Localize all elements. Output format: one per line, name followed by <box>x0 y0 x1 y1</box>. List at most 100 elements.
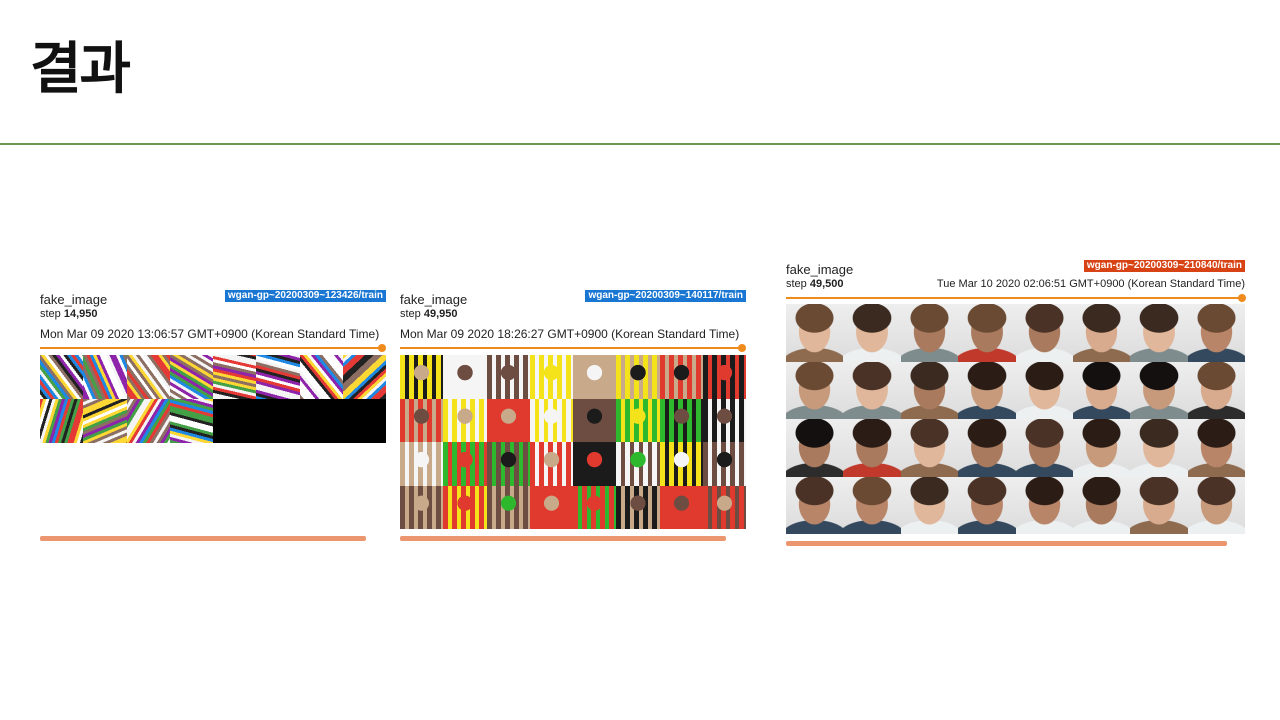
generated-image-tile <box>1015 419 1073 477</box>
run-badge: wgan-gp~20200309~140117/train <box>585 290 746 302</box>
generated-image-tile <box>1187 361 1245 419</box>
generated-image-tile <box>1130 419 1188 477</box>
generated-image-tile <box>126 355 170 399</box>
generated-image-tile <box>400 398 444 442</box>
generated-image-tile <box>342 399 386 443</box>
generated-image-tile <box>659 485 703 529</box>
timestamp: Mon Mar 09 2020 13:06:57 GMT+0900 (Korea… <box>40 327 380 341</box>
generated-image-tile <box>573 442 617 486</box>
generated-image-tile <box>529 442 573 486</box>
generated-image-tile <box>1187 419 1245 477</box>
generated-image-tile <box>1130 304 1188 362</box>
generated-image-tile <box>616 485 660 529</box>
run-badge: wgan-gp~20200309~210840/train <box>1083 260 1245 272</box>
generated-image-tile <box>1072 419 1131 477</box>
generated-image-tile <box>786 419 844 477</box>
generated-image-tile <box>443 355 487 399</box>
image-grid <box>786 304 1245 534</box>
generated-image-tile <box>40 399 84 443</box>
tag-name: fake_image <box>400 292 468 307</box>
generated-image-tile <box>958 419 1016 477</box>
slide-title: 결과 <box>30 37 131 102</box>
generated-image-tile <box>573 355 617 399</box>
image-grid <box>400 355 746 529</box>
slider-handle[interactable] <box>1238 294 1246 302</box>
generated-image-tile <box>1130 361 1188 419</box>
image-grid <box>40 355 386 443</box>
generated-image-tile <box>443 398 487 442</box>
generated-image-tile <box>400 442 444 486</box>
generated-image-tile <box>616 355 660 399</box>
generated-image-tile <box>900 476 959 534</box>
generated-image-tile <box>900 361 959 419</box>
generated-image-tile <box>659 355 703 399</box>
generated-image-tile <box>786 361 844 419</box>
generated-image-tile <box>573 485 617 529</box>
generated-image-tile <box>1072 476 1131 534</box>
generated-image-tile <box>1130 476 1188 534</box>
generated-image-tile <box>1072 304 1131 362</box>
generated-image-tile <box>486 485 530 529</box>
generated-image-tile <box>256 355 300 399</box>
step-label: step 14,950 <box>40 308 98 320</box>
generated-image-tile <box>786 476 844 534</box>
generated-image-tile <box>1015 304 1073 362</box>
run-badge: wgan-gp~20200309~123426/train <box>224 290 386 302</box>
generated-image-tile <box>843 304 901 362</box>
generated-image-tile <box>529 355 573 399</box>
generated-image-tile <box>958 304 1016 362</box>
generated-image-tile <box>83 355 127 399</box>
generated-image-tile <box>843 361 901 419</box>
generated-image-tile <box>299 355 343 399</box>
step-label: step 49,950 <box>400 308 458 320</box>
generated-image-tile <box>786 304 844 362</box>
generated-image-tile <box>702 398 746 442</box>
generated-image-tile <box>1187 476 1245 534</box>
generated-image-tile <box>486 398 530 442</box>
generated-image-tile <box>702 442 746 486</box>
generated-image-tile <box>900 419 959 477</box>
generated-image-tile <box>529 398 573 442</box>
generated-image-tile <box>126 399 170 443</box>
generated-image-tile <box>443 442 487 486</box>
generated-image-tile <box>213 399 257 443</box>
step-label: step 49,500 <box>786 278 844 290</box>
generated-image-tile <box>702 355 746 399</box>
slider-handle[interactable] <box>738 344 746 352</box>
slider-handle[interactable] <box>378 344 386 352</box>
horizontal-scrollbar[interactable] <box>786 541 1227 546</box>
generated-image-tile <box>843 476 901 534</box>
generated-image-tile <box>486 442 530 486</box>
horizontal-scrollbar[interactable] <box>400 536 726 541</box>
generated-image-tile <box>40 355 84 399</box>
generated-image-tile <box>400 355 444 399</box>
generated-image-tile <box>400 485 444 529</box>
generated-image-tile <box>573 398 617 442</box>
generated-image-tile <box>659 398 703 442</box>
generated-image-tile <box>169 355 213 399</box>
generated-image-tile <box>529 485 573 529</box>
horizontal-scrollbar[interactable] <box>40 536 366 541</box>
title-divider <box>0 143 1280 145</box>
generated-image-tile <box>958 476 1016 534</box>
step-slider[interactable] <box>40 347 383 349</box>
generated-image-tile <box>443 485 487 529</box>
tag-name: fake_image <box>40 292 108 307</box>
step-slider[interactable] <box>400 347 743 349</box>
step-slider[interactable] <box>786 297 1242 299</box>
generated-image-tile <box>1187 304 1245 362</box>
generated-image-tile <box>616 442 660 486</box>
generated-image-tile <box>213 355 257 399</box>
generated-image-tile <box>83 399 127 443</box>
generated-image-tile <box>299 399 343 443</box>
generated-image-tile <box>659 442 703 486</box>
generated-image-tile <box>900 304 959 362</box>
generated-image-tile <box>843 419 901 477</box>
timestamp: Tue Mar 10 2020 02:06:51 GMT+0900 (Korea… <box>936 278 1245 290</box>
tag-name: fake_image <box>786 262 854 277</box>
generated-image-tile <box>958 361 1016 419</box>
generated-image-tile <box>256 399 300 443</box>
generated-image-tile <box>1072 361 1131 419</box>
generated-image-tile <box>616 398 660 442</box>
generated-image-tile <box>169 399 213 443</box>
